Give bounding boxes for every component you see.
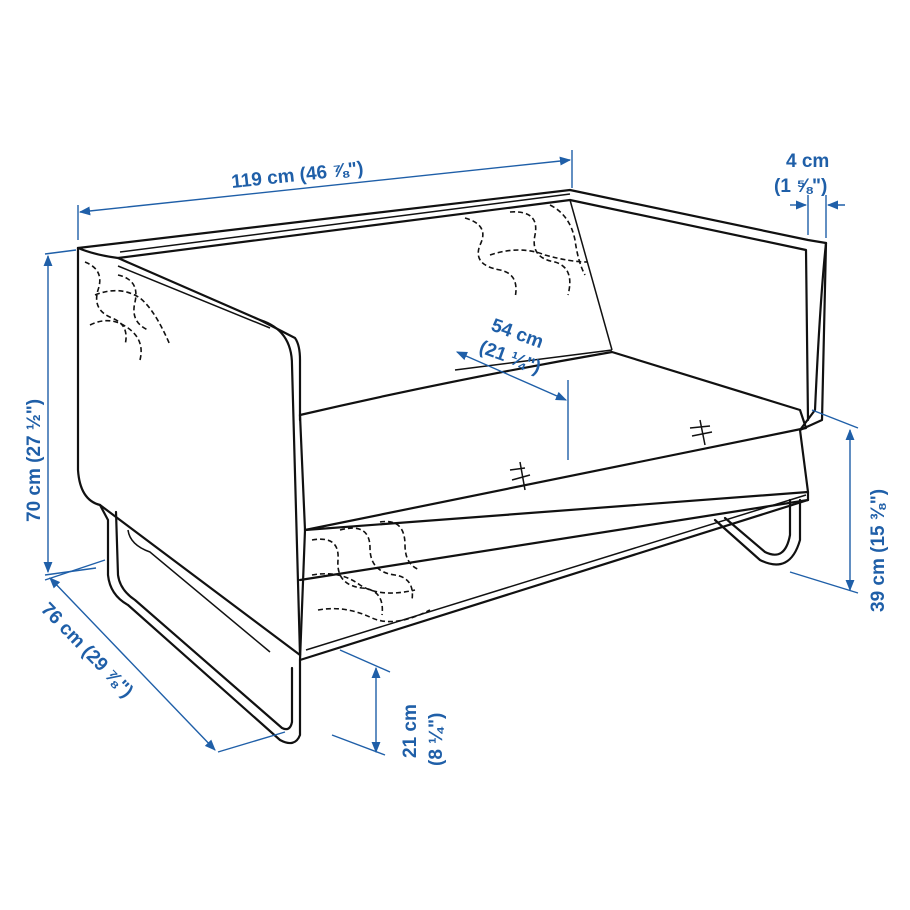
dimension-seat-height: 39 cm (15 ⅜") <box>789 409 889 612</box>
sofa-illustration <box>76 188 828 745</box>
dimension-width: 119 cm (46 ⅞") <box>77 150 573 240</box>
dimension-arm-width: 4 cm (1 ⅝") <box>774 151 845 238</box>
stitch-pattern-left-arm <box>84 261 171 361</box>
stitch-pattern-back <box>464 204 589 299</box>
dimension-total-height: 70 cm (27 ½") <box>24 249 97 576</box>
leg-height-label-imperial: (8 ¼") <box>426 713 447 766</box>
total-height-label: 70 cm (27 ½") <box>24 399 45 522</box>
dimension-depth: 76 cm (29 ⅞") <box>36 559 286 753</box>
leg-height-label: 21 cm <box>400 704 421 758</box>
dimension-leg-height: 21 cm (8 ¼") <box>331 649 447 766</box>
arm-width-label-imperial: (1 ⅝") <box>774 176 827 197</box>
stitch-pattern-seat-front <box>311 520 431 623</box>
depth-label: 76 cm (29 ⅞") <box>36 599 137 702</box>
arm-width-label: 4 cm <box>786 151 829 172</box>
seat-height-label: 39 cm (15 ⅜") <box>868 489 889 612</box>
dimension-seat-depth: 54 cm (21 ¼") <box>455 315 569 460</box>
width-label: 119 cm (46 ⅞") <box>230 158 364 193</box>
